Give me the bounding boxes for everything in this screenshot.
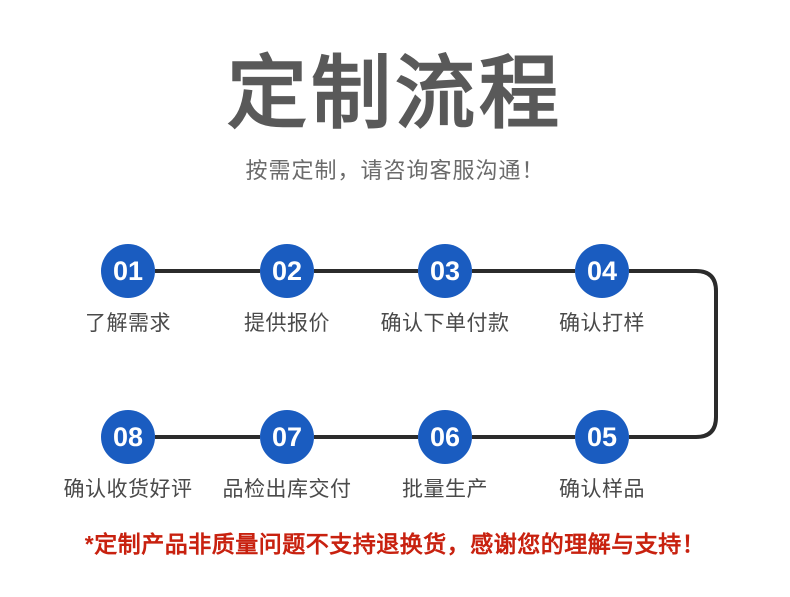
return-policy-note: *定制产品非质量问题不支持退换货，感谢您的理解与支持！ [84, 531, 706, 557]
step-05-label: 确认样品 [559, 478, 645, 501]
step-02[interactable]: 02 提供报价 [207, 244, 367, 338]
page-title: 定制流程 [227, 49, 563, 138]
step-03[interactable]: 03 确认下单付款 [365, 244, 525, 338]
step-01[interactable]: 01 了解需求 [48, 244, 208, 338]
step-08-label: 确认收货好评 [63, 478, 193, 501]
step-06[interactable]: 06 批量生产 [365, 410, 525, 504]
step-04[interactable]: 04 确认打样 [522, 244, 682, 338]
step-01-number: 01 [101, 244, 155, 298]
step-05[interactable]: 05 确认样品 [522, 410, 682, 504]
step-07-label: 品检出库交付 [222, 478, 352, 501]
step-07[interactable]: 07 品检出库交付 [207, 410, 367, 504]
page-subtitle: 按需定制，请咨询客服沟通！ [245, 158, 545, 183]
step-06-label: 批量生产 [402, 478, 488, 501]
step-03-label: 确认下单付款 [380, 312, 510, 335]
step-07-number: 07 [260, 410, 314, 464]
step-02-number: 02 [260, 244, 314, 298]
step-04-number: 04 [575, 244, 629, 298]
step-01-label: 了解需求 [85, 312, 171, 335]
step-02-label: 提供报价 [244, 312, 330, 335]
step-08-number: 08 [101, 410, 155, 464]
step-06-number: 06 [418, 410, 472, 464]
step-05-number: 05 [575, 410, 629, 464]
step-04-label: 确认打样 [559, 312, 645, 335]
step-03-number: 03 [418, 244, 472, 298]
step-08[interactable]: 08 确认收货好评 [48, 410, 208, 504]
